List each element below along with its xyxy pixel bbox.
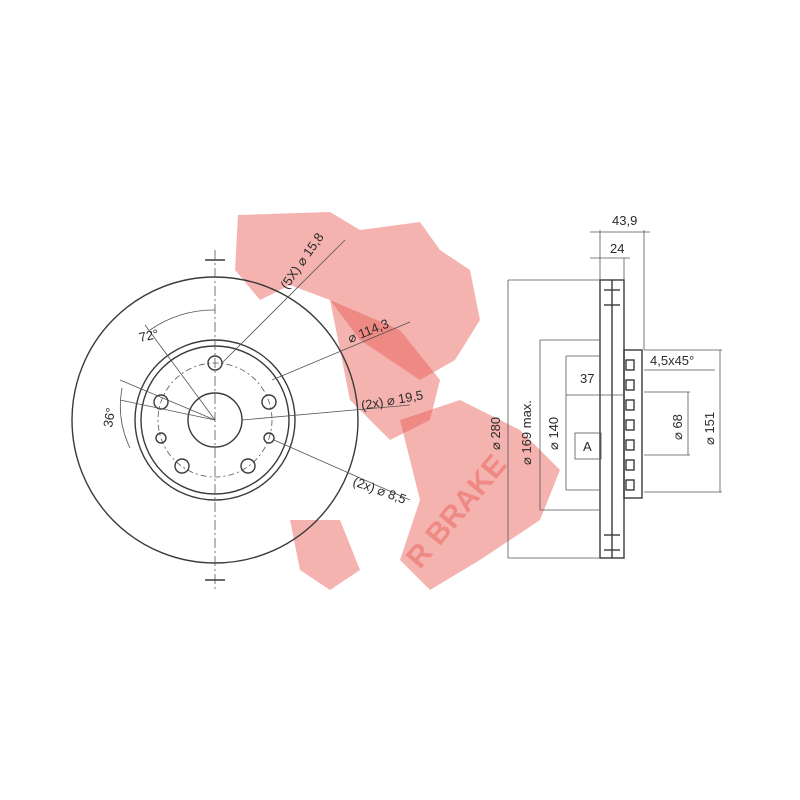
small-hole-label: (2x) ⌀ 8,5: [351, 474, 408, 507]
datum-label: A: [583, 439, 592, 454]
vent-slots: [604, 289, 635, 551]
disc-thickness-label: 24: [610, 241, 624, 256]
inner-diameter-label: ⌀ 169 max.: [519, 400, 534, 465]
bolt-hole: [240, 458, 256, 474]
chamfer-label: 4,5x45°: [650, 353, 694, 368]
hat-depth-label: 37: [580, 371, 594, 386]
locating-hole: [263, 432, 275, 444]
datum-box: [574, 432, 602, 460]
angle-left-label: 36°: [100, 407, 118, 429]
hub-diameter-label: ⌀ 151: [702, 412, 717, 445]
angle-top-label: 72°: [138, 326, 160, 345]
side-view: 43,9 24 4,5x45° 37 A ⌀ 280 ⌀ 169 max. ⌀ …: [488, 213, 722, 559]
bolt-hole: [261, 394, 277, 410]
outer-diameter-label: ⌀ 280: [488, 417, 503, 450]
hat-diameter-label: ⌀ 140: [546, 417, 561, 450]
hat-section: [623, 349, 643, 499]
locating-hole: [155, 432, 167, 444]
total-height-label: 43,9: [612, 213, 637, 228]
bolt-hole: [174, 458, 190, 474]
bore-label: ⌀ 68: [670, 414, 685, 440]
